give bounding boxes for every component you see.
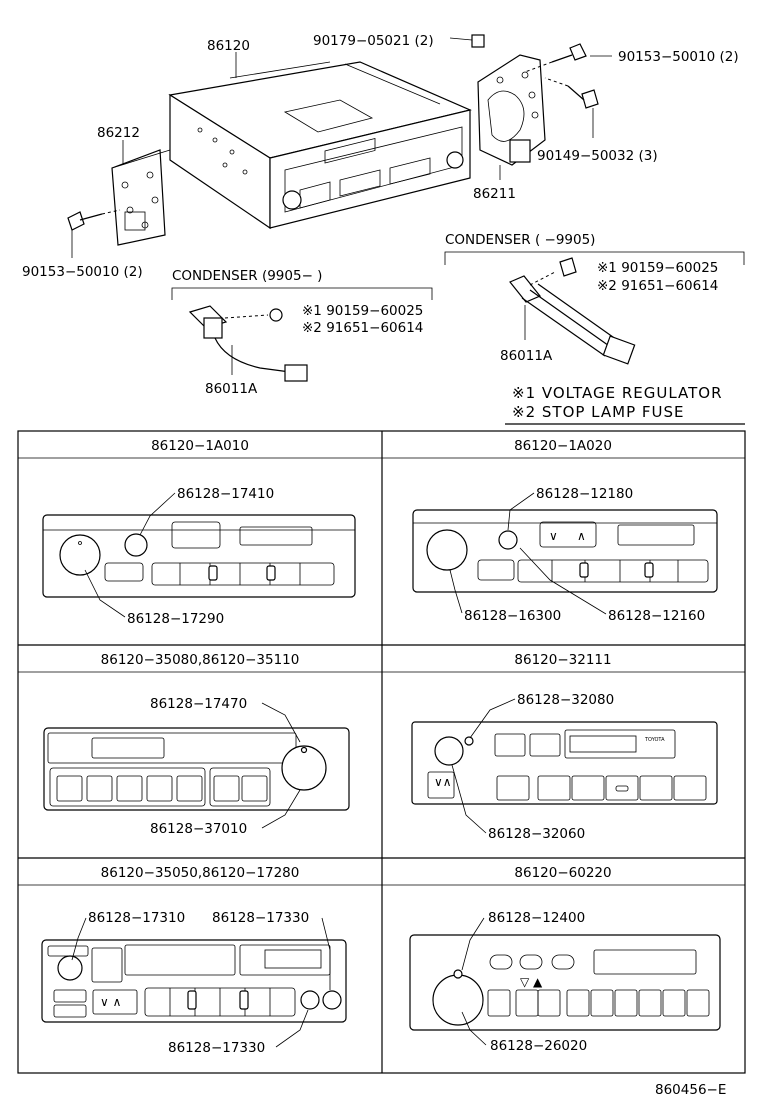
cell-header-1a010: 86120−1A010 xyxy=(151,438,249,454)
condenser-left-ref2: ※2 91651−60614 xyxy=(302,320,423,336)
cell3-label-37010: 86128−37010 xyxy=(150,821,247,837)
cell3-label-17470: 86128−17470 xyxy=(150,696,247,712)
bracket-86212-illustration xyxy=(111,149,171,246)
faceplate-35080 xyxy=(43,727,350,811)
cell2-label-12160: 86128−12160 xyxy=(608,608,705,624)
cell2-label-12180: 86128−12180 xyxy=(536,486,633,502)
diagram-code: 860456−E xyxy=(655,1082,726,1098)
top-leader-lines xyxy=(71,37,612,258)
cell-header-1a020: 86120−1A020 xyxy=(514,438,612,454)
bolt-90149-illustration xyxy=(544,77,599,109)
bolt-label-90153-left: 90153−50010 (2) xyxy=(22,264,143,280)
svg-text:▽ ▲: ▽ ▲ xyxy=(520,975,543,989)
cell1-label-17410: 86128−17410 xyxy=(177,486,274,502)
part-label-86212: 86212 xyxy=(97,125,140,141)
brand-text-toyota: TOYOTA xyxy=(644,737,665,743)
condenser-left-title: CONDENSER (9905− ) xyxy=(172,268,322,284)
cell-header-60220: 86120−60220 xyxy=(514,865,611,881)
svg-text:∧: ∧ xyxy=(577,529,586,543)
condenser-right-group: CONDENSER ( −9905) ※1 90159−60025 ※2 916… xyxy=(444,232,745,365)
bolt-label-90149: 90149−50032 (3) xyxy=(537,148,658,164)
faceplate-60220: ▽ ▲ xyxy=(409,934,721,1031)
bracket-86211-illustration xyxy=(471,34,546,166)
condenser-left-ref1: ※1 90159−60025 xyxy=(302,303,423,319)
faceplate-1a020: ∨ ∧ xyxy=(412,509,718,593)
cell6-label-26020: 86128−26020 xyxy=(490,1038,587,1054)
condenser-right-ref2: ※2 91651−60614 xyxy=(597,278,718,294)
svg-text:∨ ∧: ∨ ∧ xyxy=(100,995,121,1009)
bolt-label-90153-right: 90153−50010 (2) xyxy=(618,49,739,65)
svg-text:∨: ∨ xyxy=(549,529,558,543)
bolt-label-90179: 90179−05021 (2) xyxy=(313,33,434,49)
faceplate-35050: ∨ ∧ xyxy=(41,939,347,1023)
cell5-label-17310: 86128−17310 xyxy=(88,910,185,926)
note-stop-lamp-fuse: ※2 STOP LAMP FUSE xyxy=(512,403,685,421)
cell-header-35080: 86120−35080,86120−35110 xyxy=(101,652,300,668)
condenser-left-part: 86011A xyxy=(205,381,258,397)
cell5-label-17330-bottom: 86128−17330 xyxy=(168,1040,265,1056)
cell4-label-32060: 86128−32060 xyxy=(488,826,585,842)
cell-header-35050: 86120−35050,86120−17280 xyxy=(101,865,300,881)
cell4-label-32080: 86128−32080 xyxy=(517,692,614,708)
variant-grid xyxy=(17,430,746,1074)
note-voltage-regulator: ※1 VOLTAGE REGULATOR xyxy=(512,384,723,402)
cell-header-32111: 86120−32111 xyxy=(514,652,611,668)
cell5-label-17330-top: 86128−17330 xyxy=(212,910,309,926)
condenser-right-ref1: ※1 90159−60025 xyxy=(597,260,718,276)
part-label-86120: 86120 xyxy=(207,38,250,54)
cell1-label-17290: 86128−17290 xyxy=(127,611,224,627)
radio-assembly-illustration xyxy=(168,61,472,230)
bolt-90153-right-illustration xyxy=(524,43,587,73)
cell2-label-16300: 86128−16300 xyxy=(464,608,561,624)
faceplate-32111: TOYOTA ∨∧ xyxy=(411,721,718,805)
condenser-left-group: CONDENSER (9905− ) ※1 90159−60025 ※2 916… xyxy=(171,268,433,397)
condenser-right-part: 86011A xyxy=(500,348,553,364)
part-label-86211: 86211 xyxy=(473,186,516,202)
svg-text:∨∧: ∨∧ xyxy=(434,775,452,789)
bolt-90153-left-illustration xyxy=(67,209,121,231)
cell6-label-12400: 86128−12400 xyxy=(488,910,585,926)
faceplate-1a010 xyxy=(42,514,356,598)
condenser-right-title: CONDENSER ( −9905) xyxy=(445,232,595,248)
